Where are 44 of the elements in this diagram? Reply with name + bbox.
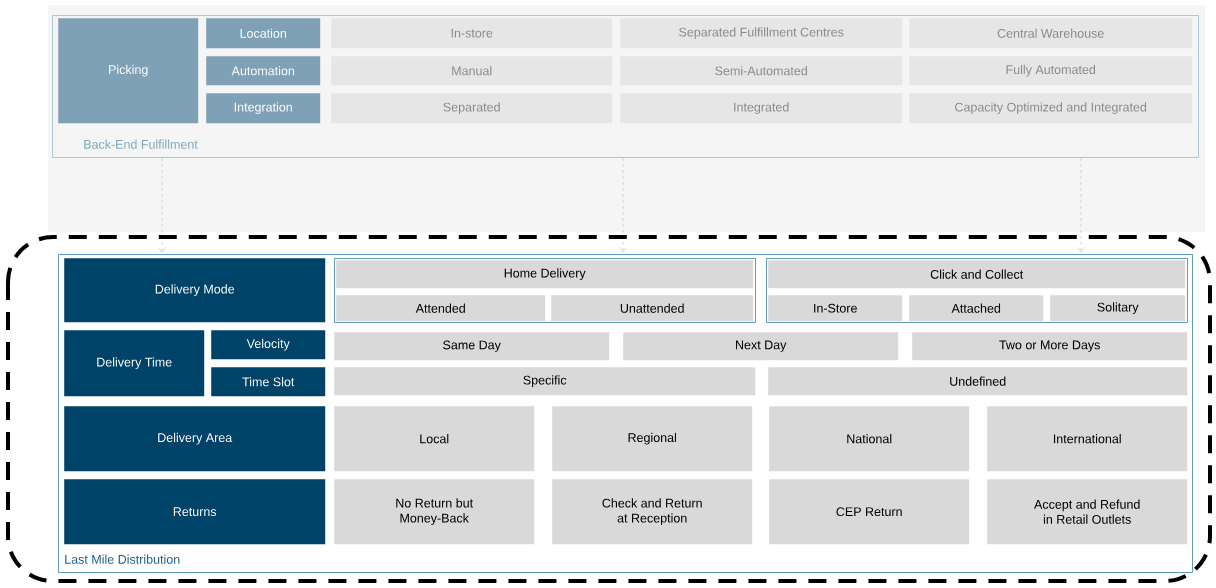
header-cell: Time Slot	[211, 367, 326, 397]
value-cell: Two or More Days	[912, 332, 1188, 361]
value-cell: Regional	[552, 406, 753, 472]
arrow	[1077, 157, 1085, 253]
value-cell: Attached	[909, 295, 1044, 322]
value-cell: Manual	[331, 56, 613, 86]
arrow	[158, 157, 166, 253]
value-cell: Check and Return at Reception	[552, 479, 753, 545]
header-cell: Delivery Area	[64, 406, 326, 472]
value-cell: Solitary	[1050, 295, 1186, 322]
value-cell: Unattended	[551, 295, 754, 322]
value-cell: Local	[334, 406, 535, 472]
value-cell: Central Warehouse	[909, 18, 1193, 49]
value-cell: In-store	[331, 18, 613, 49]
value-cell: Click and Collect	[768, 260, 1186, 289]
value-cell: Fully Automated	[909, 56, 1193, 86]
header-cell: Automation	[206, 56, 321, 86]
header-cell: Returns	[64, 479, 326, 545]
value-cell: Separated	[331, 93, 613, 124]
header-cell: Delivery Time	[64, 330, 205, 397]
value-cell: National	[769, 406, 970, 472]
value-cell: Undefined	[768, 367, 1188, 396]
value-cell: Attended	[336, 295, 546, 322]
value-cell: CEP Return	[769, 479, 970, 545]
value-cell: Separated Fulfillment Centres	[620, 18, 903, 49]
header-cell: Integration	[206, 93, 321, 124]
value-cell: Capacity Optimized and Integrated	[909, 93, 1193, 124]
group-frame	[334, 258, 756, 323]
value-cell: Integrated	[620, 93, 903, 124]
value-cell: Home Delivery	[336, 260, 754, 289]
value-cell: International	[987, 406, 1188, 472]
header-cell: Delivery Mode	[64, 258, 326, 323]
group-frame	[766, 258, 1188, 323]
header-cell: Location	[206, 18, 321, 49]
value-cell: Specific	[334, 367, 756, 396]
value-cell: Next Day	[623, 332, 899, 361]
header-cell: Picking	[58, 18, 199, 124]
value-cell: Same Day	[334, 332, 610, 361]
value-cell: Semi-Automated	[620, 56, 903, 86]
header-cell: Velocity	[211, 330, 326, 360]
value-cell: Accept and Refund in Retail Outlets	[987, 479, 1188, 545]
value-cell: In-Store	[768, 295, 903, 322]
value-cell: No Return but Money-Back	[334, 479, 535, 545]
arrow	[619, 157, 627, 253]
